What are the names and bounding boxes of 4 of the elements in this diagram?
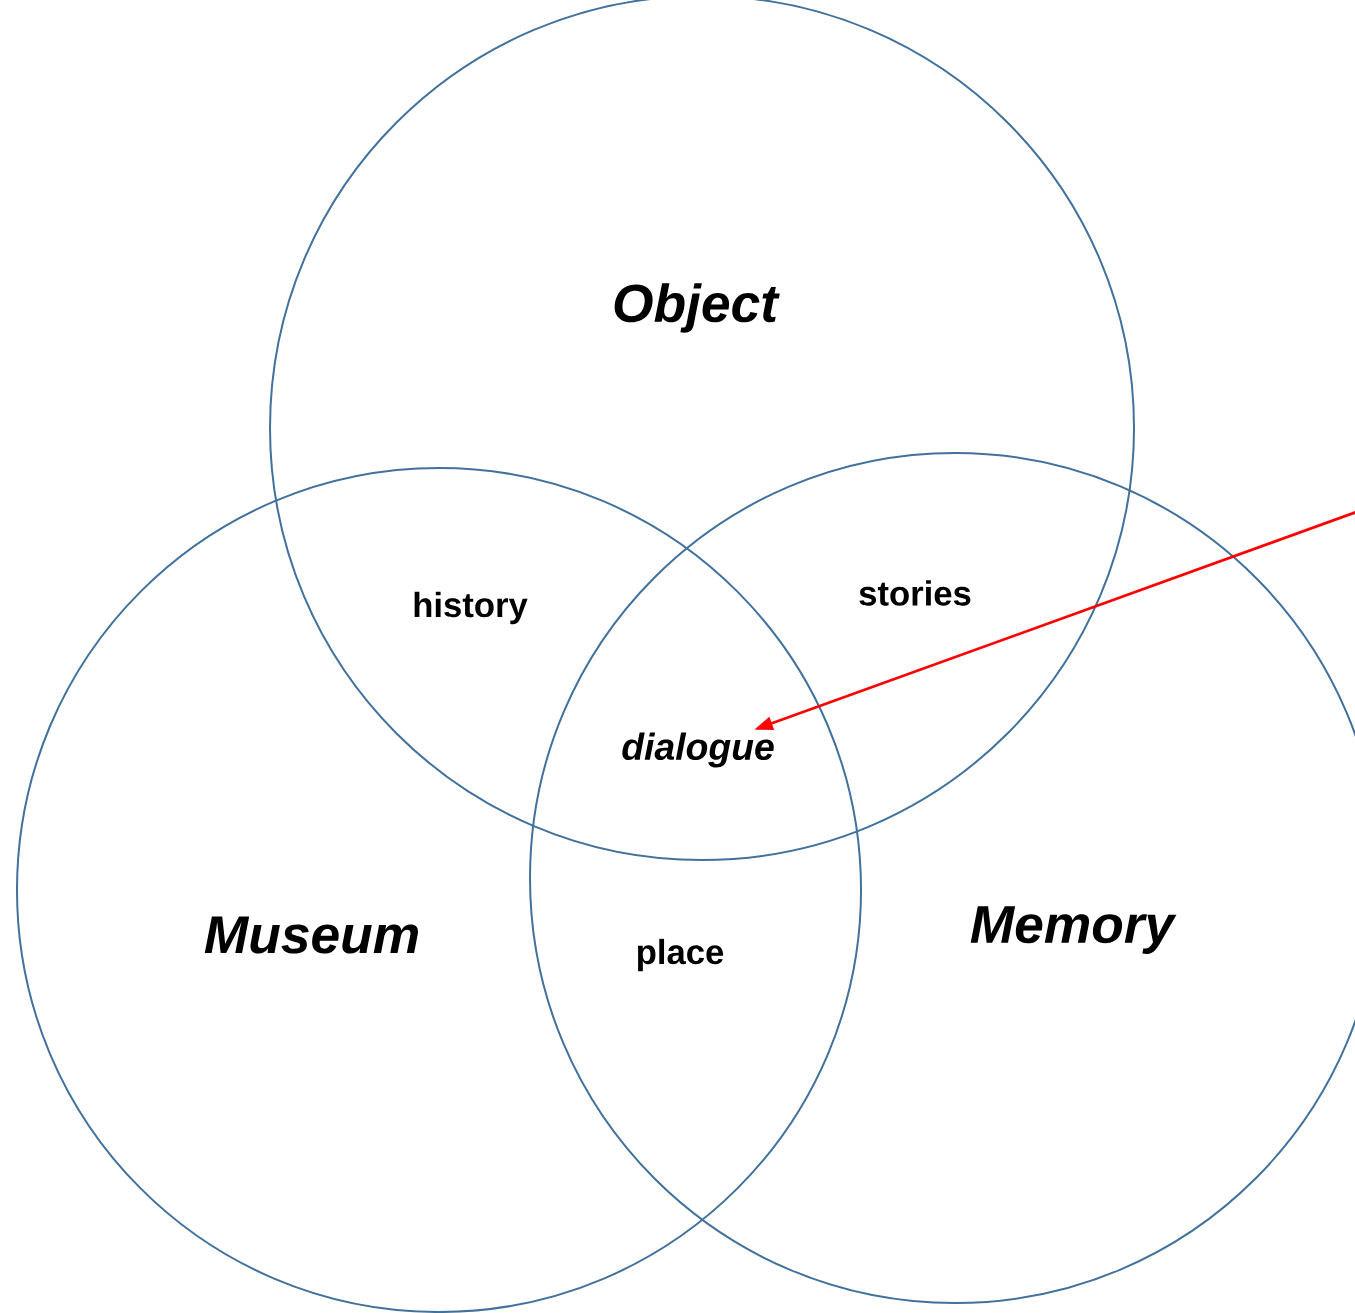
overlap-label: history	[414, 591, 528, 625]
overlap-label: place	[637, 938, 724, 972]
center-label: dialogue	[622, 732, 774, 768]
overlap-label: stories	[859, 580, 971, 606]
